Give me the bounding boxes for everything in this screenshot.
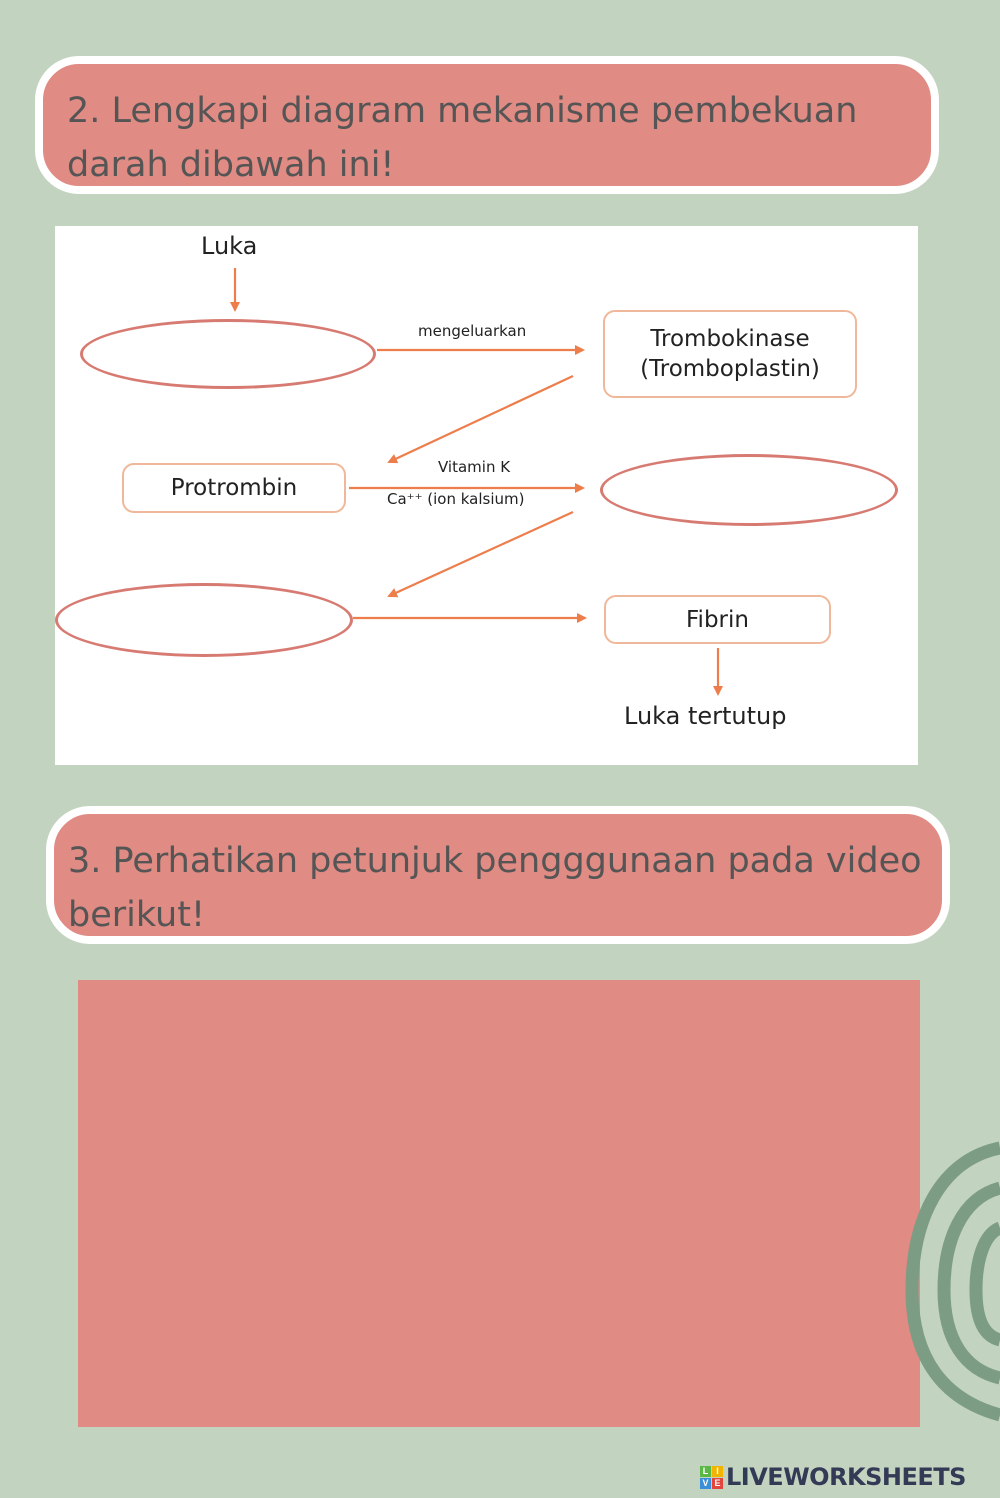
question-3-box: 3. Perhatikan petunjuk pengggunaan pada … <box>46 806 950 944</box>
answer-slot-1[interactable] <box>80 319 376 389</box>
mengeluarkan-label: mengeluarkan <box>418 322 527 340</box>
fibrin-box: Fibrin <box>604 595 831 644</box>
arrow-diag-2 <box>387 510 574 598</box>
answer-slot-2[interactable] <box>600 454 898 526</box>
question-3-line-1: 3. Perhatikan petunjuk pengggunaan pada … <box>68 841 922 881</box>
trombokinase-line-1: Trombokinase <box>650 326 810 352</box>
blood-clotting-diagram: Luka mengeluarkan Trombokinase (Trombopl… <box>55 226 918 765</box>
calcium-label: Ca⁺⁺ (ion kalsium) <box>387 490 525 508</box>
luka-label: Luka <box>201 232 258 260</box>
decorative-swirl-icon <box>905 1141 1000 1422</box>
arrow-diag-1 <box>387 375 574 464</box>
liveworksheets-logo: L I V E LIVEWORKSHEETS <box>700 1460 966 1494</box>
logo-mark-i: I <box>712 1465 723 1477</box>
logo-text: LIVEWORKSHEETS <box>726 1463 966 1491</box>
answer-slot-3[interactable] <box>55 583 353 657</box>
diagram-arrows <box>230 268 723 696</box>
protrombin-box: Protrombin <box>122 463 346 513</box>
trombokinase-line-2: (Tromboplastin) <box>640 356 820 382</box>
question-3-line-2: berikut! <box>68 895 205 935</box>
question-2-line-1: 2. Lengkapi diagram mekanisme pembekuan <box>67 91 858 131</box>
question-2-line-2: darah dibawah ini! <box>67 145 395 185</box>
logo-mark-l: L <box>700 1465 711 1477</box>
trombokinase-box: Trombokinase (Tromboplastin) <box>603 310 857 398</box>
video-panel[interactable] <box>78 980 920 1427</box>
logo-mark-v: V <box>700 1477 711 1489</box>
vitamin-k-label: Vitamin K <box>438 458 511 476</box>
luka-tertutup-label: Luka tertutup <box>624 702 787 730</box>
question-2-box: 2. Lengkapi diagram mekanisme pembekuan … <box>35 56 939 194</box>
liveworksheets-mark-icon: L I V E <box>700 1465 723 1489</box>
logo-mark-e: E <box>712 1477 723 1489</box>
